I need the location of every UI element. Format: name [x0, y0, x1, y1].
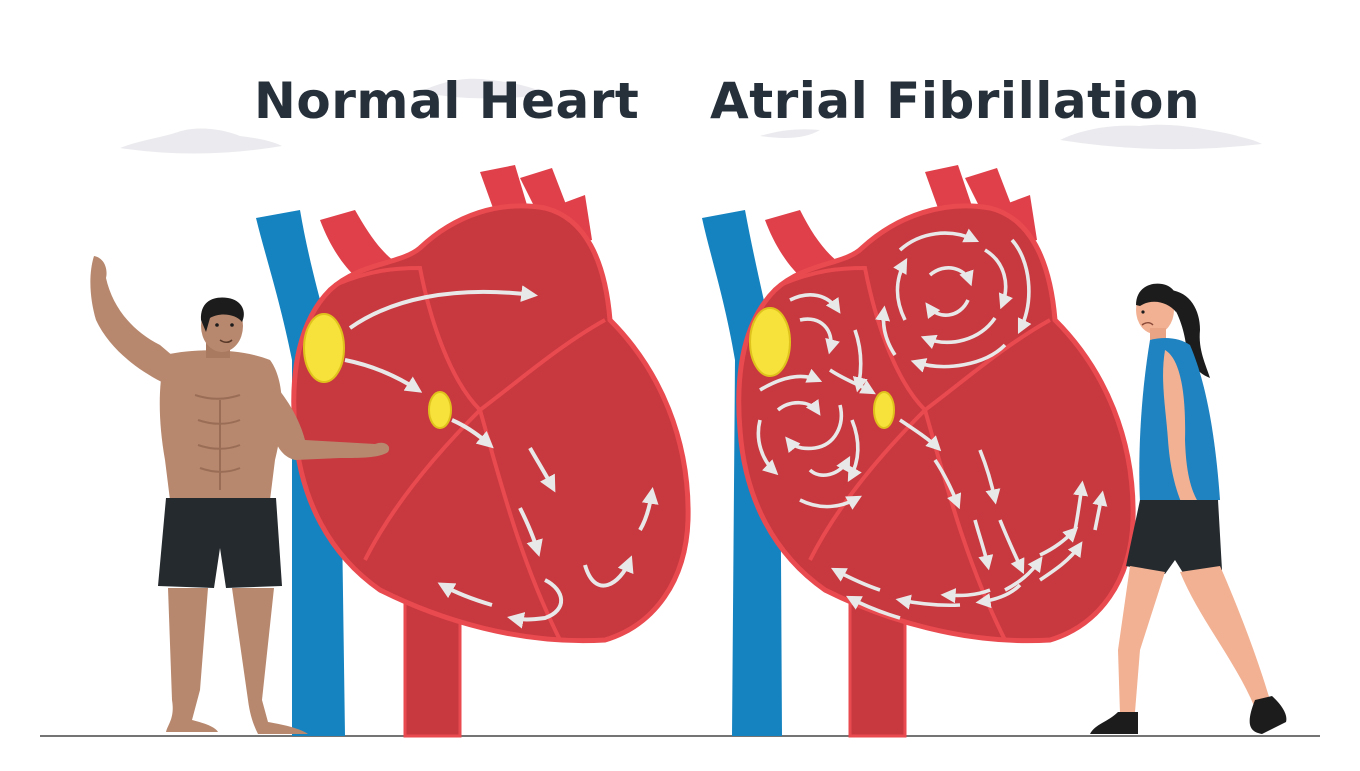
man-mouth [219, 339, 233, 344]
afib-heart-diagram [702, 165, 1136, 738]
woman-mouth [1141, 322, 1154, 326]
heart-body [736, 203, 1136, 644]
woman-ponytail [1168, 290, 1210, 378]
clouds [120, 78, 1262, 154]
man-leg-right [232, 588, 308, 734]
man-abs [194, 394, 241, 490]
man-leg-left [166, 588, 218, 732]
title-atrial-fibrillation: Atrial Fibrillation [710, 72, 1201, 130]
woman-shorts [1126, 500, 1222, 576]
man-shorts [158, 498, 282, 588]
av-node [873, 391, 895, 429]
woman-figure [1090, 283, 1287, 734]
man-eye [215, 323, 219, 327]
heart-body [291, 203, 691, 644]
man-raised-arm [90, 256, 180, 385]
chaotic-flow-arrows [756, 228, 1108, 620]
woman-eye [1141, 310, 1145, 314]
cloud-shape [1060, 124, 1262, 150]
sa-node [303, 313, 345, 383]
woman-shoe-back [1090, 712, 1138, 734]
man-eye [230, 323, 234, 327]
title-normal-heart: Normal Heart [254, 72, 640, 130]
man-extended-arm [262, 372, 390, 460]
normal-heart-diagram [256, 165, 691, 738]
woman-arm [1163, 350, 1206, 522]
sa-node [749, 307, 791, 377]
av-node [428, 391, 452, 429]
woman-hair [1136, 283, 1178, 312]
cloud-shape [420, 78, 548, 99]
man-figure [90, 256, 390, 734]
cloud-shape [760, 129, 820, 138]
flow-arrows [344, 285, 659, 629]
woman-leg-front [1180, 566, 1270, 708]
woman-shoe-front [1249, 696, 1287, 734]
cloud-shape [120, 128, 282, 154]
man-hair [200, 297, 244, 332]
woman-leg-back [1118, 566, 1165, 714]
